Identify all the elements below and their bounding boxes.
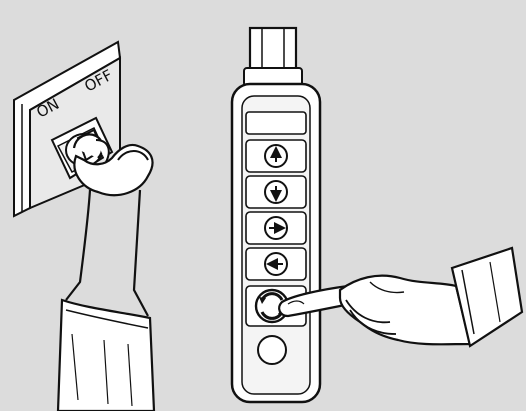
left-button[interactable] [246, 248, 306, 280]
down-button[interactable] [246, 176, 306, 208]
up-button[interactable] [246, 140, 306, 172]
blank-button-icon [258, 336, 286, 364]
right-button[interactable] [246, 212, 306, 244]
blank-button[interactable] [258, 336, 286, 364]
